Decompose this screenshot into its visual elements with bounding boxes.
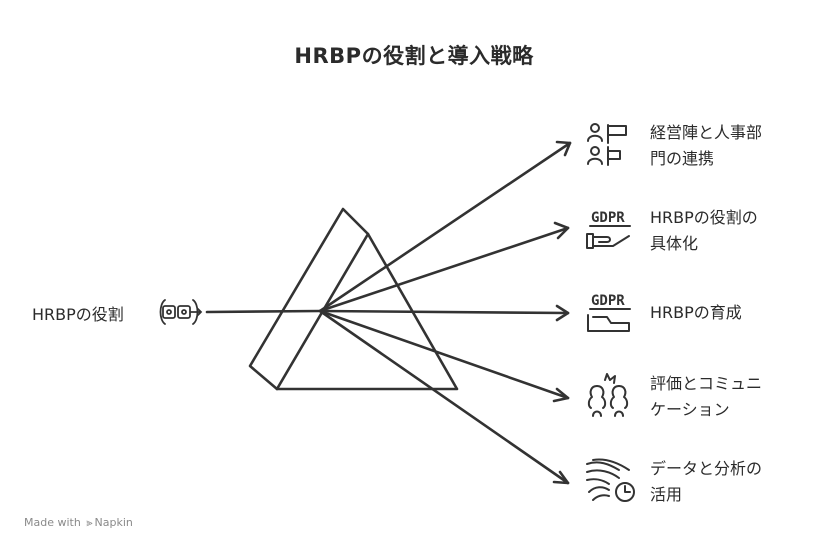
output-4-line1: 評価とコミュニ bbox=[650, 374, 763, 393]
gdpr-document-icon: GDPR bbox=[587, 293, 631, 332]
made-with-text: Made with bbox=[24, 516, 81, 529]
output-label-4: 評価とコミュニ ケーション bbox=[650, 371, 762, 423]
arrowhead-1 bbox=[555, 140, 572, 157]
ray-4 bbox=[318, 309, 570, 400]
arrowhead-2 bbox=[553, 221, 570, 240]
input-label: HRBPの役割 bbox=[32, 305, 124, 324]
output-label-3: HRBPの育成 bbox=[650, 300, 742, 326]
napkin-logo-icon: ⫸ bbox=[86, 516, 93, 529]
output-4-line2: ケーション bbox=[650, 400, 730, 419]
gdpr-text-icon: GDPR bbox=[591, 210, 625, 226]
people-flag-icon bbox=[587, 123, 627, 166]
output-1-line1: 経営陣と人事部 bbox=[650, 123, 763, 142]
arrowhead-4 bbox=[552, 387, 570, 403]
output-5-line1: データと分析の bbox=[650, 459, 763, 478]
arrowhead-3 bbox=[555, 304, 570, 322]
ray-1 bbox=[318, 141, 572, 313]
chain-link-icon bbox=[159, 299, 203, 325]
output-2-line1: HRBPの役割の bbox=[650, 208, 758, 227]
output-label-5: データと分析の 活用 bbox=[650, 456, 762, 508]
brand-text: Napkin bbox=[94, 516, 133, 529]
diagram-title: HRBPの役割と導入戦略 bbox=[294, 44, 534, 68]
prism-back-face bbox=[248, 207, 370, 391]
footer-credit: Made with ⫸Napkin bbox=[24, 516, 133, 530]
output-3-line1: HRBPの育成 bbox=[650, 303, 742, 322]
ray-3 bbox=[318, 309, 570, 315]
output-2-line2: 具体化 bbox=[650, 234, 699, 253]
gdpr-hand-icon: GDPR bbox=[586, 210, 631, 249]
wind-clock-icon bbox=[586, 458, 635, 502]
output-5-line2: 活用 bbox=[650, 485, 683, 504]
output-label-1: 経営陣と人事部 門の連携 bbox=[650, 120, 762, 172]
arrowhead-5 bbox=[552, 470, 570, 485]
output-1-line2: 門の連携 bbox=[650, 149, 715, 168]
ray-2 bbox=[318, 226, 570, 313]
output-label-2: HRBPの役割の 具体化 bbox=[650, 205, 758, 257]
ray-5 bbox=[318, 309, 570, 485]
input-beam bbox=[205, 309, 322, 314]
gdpr-text-icon: GDPR bbox=[591, 293, 625, 309]
two-people-icon bbox=[587, 373, 629, 417]
